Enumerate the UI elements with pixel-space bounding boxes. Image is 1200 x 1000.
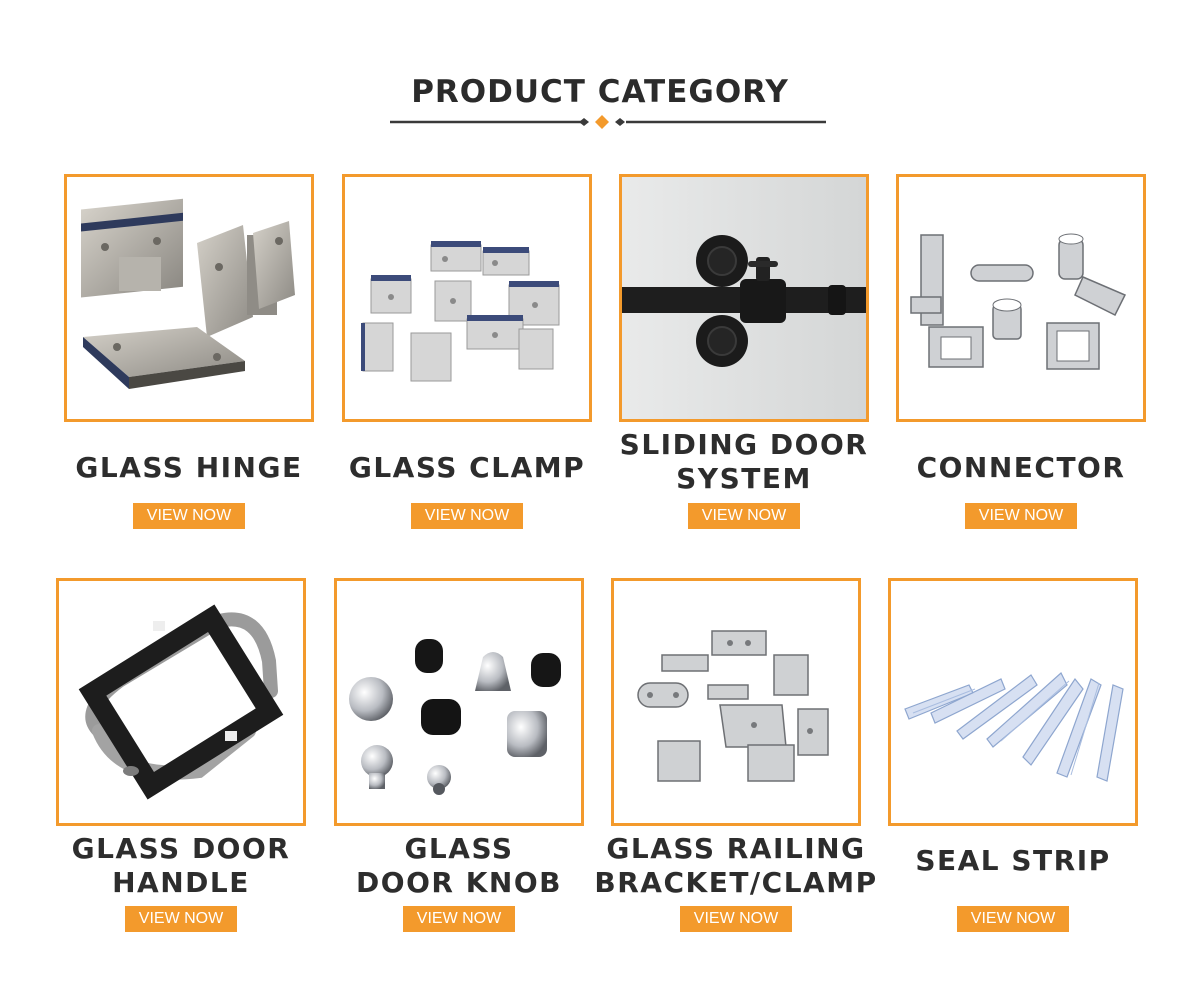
view-now-button[interactable]: VIEW NOW [133,503,245,529]
category-title: GLASS HINGE [75,451,303,484]
glass-hinge-image[interactable] [64,174,314,422]
category-title: GLASS [404,832,514,865]
category-title: GLASS DOOR [71,832,291,865]
view-now-button[interactable]: VIEW NOW [965,503,1077,529]
seal-strip-image[interactable] [888,578,1138,826]
glass-clamp-image[interactable] [342,174,592,422]
view-now-button[interactable]: VIEW NOW [957,906,1069,932]
category-title-line-2: HANDLE [112,866,250,899]
section-header: PRODUCT CATEGORY [0,70,1200,140]
category-title-line-2: BRACKET/CLAMP [594,866,878,899]
connector-image[interactable] [896,174,1146,422]
category-title: CONNECTOR [916,451,1126,484]
category-title-line-2: DOOR KNOB [356,866,562,899]
view-now-button[interactable]: VIEW NOW [688,503,800,529]
category-title-line-2: SYSTEM [676,462,812,495]
category-title: SEAL STRIP [915,844,1111,877]
category-title: GLASS RAILING [606,832,866,865]
title-divider [390,115,826,129]
view-now-button[interactable]: VIEW NOW [125,906,237,932]
view-now-button[interactable]: VIEW NOW [403,906,515,932]
category-title: SLIDING DOOR [619,428,869,461]
view-now-button[interactable]: VIEW NOW [680,906,792,932]
door-handle-image[interactable] [56,578,306,826]
door-knob-image[interactable] [334,578,584,826]
sliding-door-image[interactable] [619,174,869,422]
view-now-button[interactable]: VIEW NOW [411,503,523,529]
railing-bracket-image[interactable] [611,578,861,826]
category-title: GLASS CLAMP [348,451,586,484]
page-title: PRODUCT CATEGORY [411,74,789,110]
